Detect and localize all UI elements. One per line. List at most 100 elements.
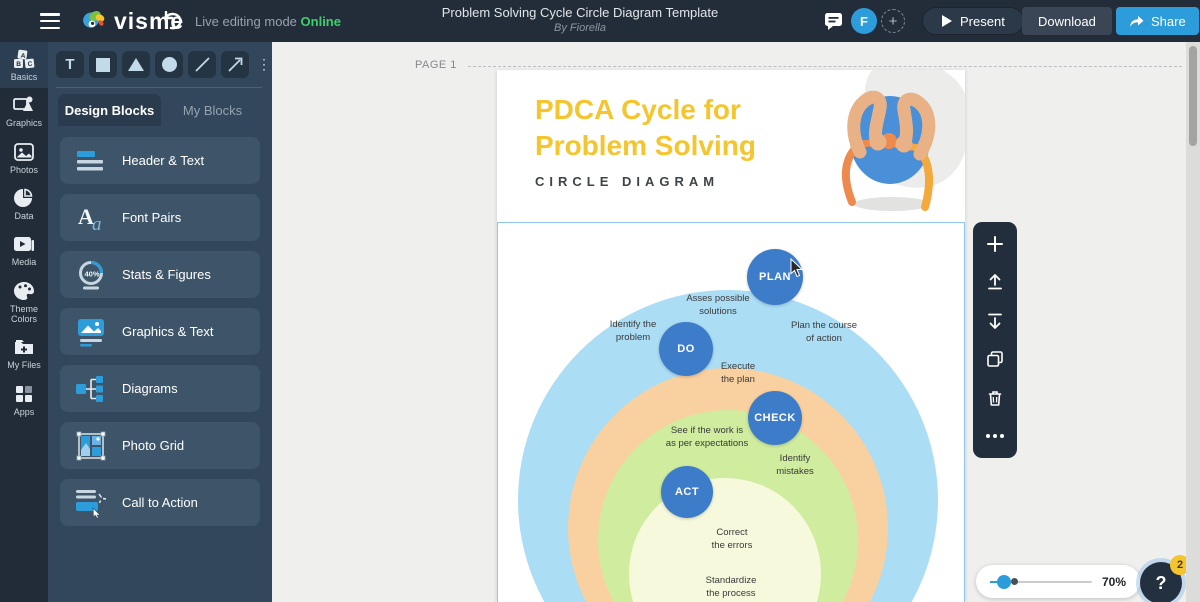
block-label: Header & Text [122,153,205,168]
document-title[interactable]: Problem Solving Cycle Circle Diagram Tem… [441,5,719,20]
circle-tool-button[interactable] [155,51,183,78]
sidebar-item-label: Graphics [5,118,42,129]
present-button-label: Present [960,13,1005,29]
diagram-caption[interactable]: Identify the problem [609,319,657,343]
zoom-slider-handle[interactable] [997,574,1011,589]
delete-icon[interactable] [983,386,1007,410]
block-call-to-action[interactable]: Call to Action [60,479,260,526]
user-avatar[interactable]: F [851,8,877,34]
hamburger-menu-icon[interactable] [40,13,60,29]
top-bar: visme Live editing mode Online Problem S… [0,0,1200,42]
selected-block-outline[interactable] [497,222,965,602]
add-icon[interactable] [983,232,1007,256]
diagram-caption[interactable]: Execute the plan [720,361,756,385]
graphics-icon [13,95,35,115]
diagram-node-check[interactable]: CHECK [748,391,802,445]
page-1[interactable]: PDCA Cycle for Problem Solving CIRCLE DI… [497,70,965,602]
block-label: Photo Grid [122,438,185,453]
sidebar-item-label: Media [11,257,37,268]
page-boundary-dashed-line [468,66,1182,67]
my-files-icon [13,337,35,357]
diagrams-icon [60,374,122,404]
triangle-tool-button[interactable] [122,51,150,78]
play-icon [942,15,952,27]
knot-illustration[interactable] [822,70,965,227]
design-blocks-panel: T ⋮ Design Blocks My Blocks Header & Tex… [48,42,272,602]
canvas-scrollbar[interactable] [1186,42,1200,602]
square-tool-button[interactable] [89,51,117,78]
comments-icon[interactable] [824,12,843,30]
sidebar-item-theme-colors[interactable]: Theme Colors [0,274,48,331]
sidebar-item-my-files[interactable]: My Files [0,330,48,376]
block-label: Graphics & Text [122,324,214,339]
block-photo-grid[interactable]: Photo Grid [60,422,260,469]
shape-tools-row: T ⋮ [56,51,274,78]
share-button-label: Share [1151,13,1186,29]
block-graphics-text[interactable]: Graphics & Text [60,308,260,355]
diagram-caption[interactable]: Asses possible solutions [686,293,750,317]
panel-divider [56,87,262,88]
document-header: Problem Solving Cycle Circle Diagram Tem… [400,5,760,34]
move-up-icon[interactable] [983,270,1007,294]
help-button[interactable]: ? [1140,562,1182,602]
more-options-icon[interactable] [983,424,1007,448]
svg-text:40%: 40% [85,269,100,278]
diagram-caption[interactable]: Plan the course of action [790,320,858,344]
more-tools-icon[interactable]: ⋮ [257,56,271,72]
text-tool-button[interactable]: T [56,51,84,78]
undo-icon[interactable] [162,10,184,31]
sidebar-item-label: My Files [7,360,41,371]
block-header-text[interactable]: Header & Text [60,137,260,184]
object-floating-toolbar [973,222,1017,458]
share-button[interactable]: Share [1116,7,1199,35]
sidebar-item-apps[interactable]: Apps [0,377,48,423]
document-byline: By Fiorella [554,22,606,34]
move-down-icon[interactable] [983,309,1007,333]
page-title[interactable]: PDCA Cycle for Problem Solving [535,92,756,163]
sidebar-item-data[interactable]: Data [0,181,48,227]
sidebar-item-graphics[interactable]: Graphics [0,88,48,134]
diagram-caption[interactable]: Correct the errors [711,527,753,551]
present-button[interactable]: Present [922,7,1024,35]
share-arrow-icon [1130,15,1144,27]
sidebar-item-label: Data [14,211,34,222]
diagram-caption[interactable]: Standardize the process [705,575,757,599]
block-diagrams[interactable]: Diagrams [60,365,260,412]
block-label: Stats & Figures [122,267,211,282]
arrow-tool-button[interactable] [221,51,249,78]
sidebar-item-media[interactable]: Media [0,227,48,273]
zoom-slider[interactable] [990,574,1092,589]
svg-text:A: A [78,204,94,229]
diagram-node-act[interactable]: ACT [661,466,713,518]
duplicate-icon[interactable] [983,347,1007,371]
canvas-area[interactable]: PAGE 1 PDCA Cycle for Problem Solving CI… [272,42,1200,602]
diagram-caption[interactable]: See if the work is as per expectations [665,425,749,449]
download-button[interactable]: Download [1022,7,1112,35]
page-title-line1: PDCA Cycle for [535,94,741,125]
line-icon [194,57,210,72]
diagram-caption[interactable]: Identify mistakes [776,453,814,477]
diagram-node-do[interactable]: DO [659,322,713,376]
scrollbar-thumb[interactable] [1189,46,1197,146]
circle-icon [161,57,177,72]
page-subtitle[interactable]: CIRCLE DIAGRAM [535,174,720,189]
live-editing-status: Live editing mode Online [195,14,341,29]
tab-my-blocks[interactable]: My Blocks [182,102,243,118]
line-tool-button[interactable] [188,51,216,78]
apps-icon [13,384,35,404]
tab-design-blocks[interactable]: Design Blocks [58,94,161,126]
sidebar-item-label: Basics [10,72,38,82]
add-collaborator-button[interactable]: + [881,9,905,33]
block-stats-figures[interactable]: 40% Stats & Figures [60,251,260,298]
diagram-node-plan[interactable]: PLAN [747,249,803,305]
panel-tabs: Design Blocks My Blocks [58,94,264,126]
stats-figures-icon: 40% [60,259,122,291]
sidebar-item-photos[interactable]: Photos [0,135,48,181]
sidebar-item-label: Apps [13,406,35,417]
text-tool-glyph: T [65,56,75,73]
